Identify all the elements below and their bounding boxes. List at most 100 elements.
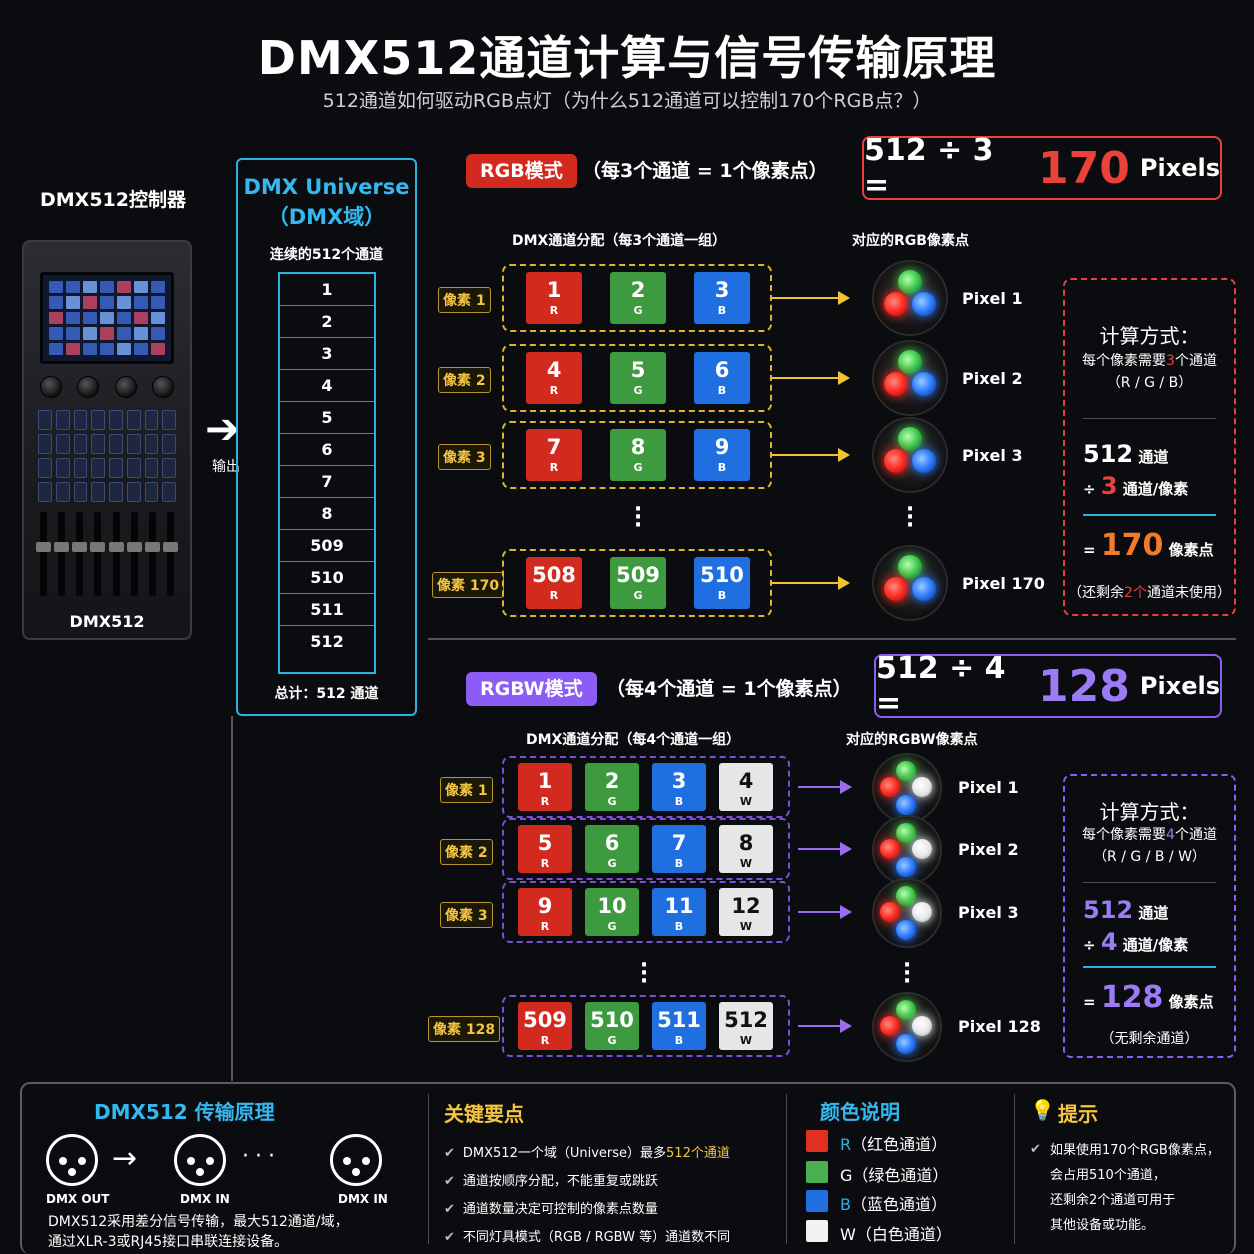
check-icon: ✔: [444, 1230, 455, 1245]
xlr-connector-icon: [46, 1134, 98, 1186]
rgb-mode-desc: （每3个通道 = 1个像素点）: [582, 160, 828, 182]
rgb-row-label: 像素 1: [438, 287, 491, 313]
rgbw-result-unit: Pixels: [1139, 672, 1220, 700]
arrow-icon: [798, 905, 852, 919]
check-icon: ✔: [444, 1174, 455, 1189]
rgb-row-label: 像素 3: [438, 444, 491, 470]
page-subtitle: 512通道如何驱动RGB点灯（为什么512通道可以控制170个RGB点？）: [322, 90, 932, 112]
rgbw-pixel-led: [872, 878, 942, 948]
page-title: DMX512通道计算与信号传输原理: [257, 31, 997, 85]
arrow-icon: [772, 576, 850, 590]
ellipsis-icon: ···: [905, 497, 915, 538]
transmission-title: DMX512 传输原理: [94, 1100, 275, 1124]
calc-desc: 每个像素需要4个通道 （R / G / B / W）: [1082, 827, 1217, 865]
legend-item: W（白色通道）: [840, 1225, 952, 1244]
rgbw-pixel-led: [872, 815, 942, 885]
channel-cell: 3: [280, 338, 374, 370]
connector-label: DMX IN: [338, 1192, 388, 1206]
output-label: 输出: [212, 459, 240, 475]
calc-note: （无剩余通道）: [1100, 1031, 1199, 1047]
key-point-item: ✔通道按顺序分配，不能重复或跳跃: [444, 1174, 658, 1189]
pixel-name: Pixel 2: [958, 840, 1019, 859]
channel-cell: 5: [280, 402, 374, 434]
controller-name: DMX512: [69, 612, 145, 631]
rgbw-row-label: 像素 1: [440, 777, 493, 803]
arrow-icon: [772, 448, 850, 462]
rgb-pixel-led: [872, 545, 948, 621]
rgb-pixel-led: [872, 260, 948, 336]
legend-swatch-green: [806, 1161, 828, 1183]
rgbw-row-label: 像素 2: [440, 839, 493, 865]
calc-title: 计算方式：: [1099, 324, 1200, 348]
universe-subtitle: 连续的512个通道: [269, 247, 384, 263]
controller-buttons: [38, 410, 176, 502]
calc-divisor: ÷ 4 通道/像素: [1083, 928, 1189, 956]
rgbw-mode-badge: RGBW模式: [466, 672, 597, 706]
pixel-name: Pixel 3: [962, 446, 1023, 465]
rgb-row-label: 像素 170: [432, 572, 505, 598]
rgb-pixels-heading: 对应的RGB像素点: [852, 233, 969, 249]
legend-swatch-white: [806, 1220, 828, 1242]
rgbw-row-label: 像素 3: [440, 902, 493, 928]
channel-cell: 6: [280, 434, 374, 466]
rgbw-result-eq: 512 ÷ 4 =: [876, 651, 1006, 721]
output-arrow-icon: ➔: [205, 404, 241, 453]
universe-title: DMX Universe （DMX域）: [243, 175, 410, 229]
pixel-name: Pixel 2: [962, 369, 1023, 388]
channel-cell: 7: [280, 466, 374, 498]
rgb-calc-box: 计算方式： 每个像素需要3个通道 （R / G / B） 512 通道 ÷ 3 …: [1063, 278, 1236, 616]
bottom-info-panel: DMX512 传输原理 → ··· DMX OUT DMX IN DMX IN …: [20, 1082, 1236, 1254]
key-point-item: ✔不同灯具模式（RGB / RGBW 等）通道数不同: [444, 1230, 731, 1245]
rgb-pixel-led: [872, 340, 948, 416]
connector-label: DMX OUT: [46, 1192, 110, 1206]
rgbw-calc-box: 计算方式： 每个像素需要4个通道 （R / G / B / W） 512 通道 …: [1063, 774, 1236, 1058]
ellipsis-icon: ···: [633, 497, 643, 538]
ellipsis-icon: ···: [902, 953, 912, 994]
arrow-icon: →: [112, 1141, 138, 1176]
rgb-result-unit: Pixels: [1139, 154, 1220, 182]
legend-item: R（红色通道）: [840, 1135, 948, 1154]
pixel-name: Pixel 1: [962, 289, 1023, 308]
rgbw-pixels-heading: 对应的RGBW像素点: [846, 732, 978, 748]
arrow-icon: [772, 371, 850, 385]
dmx-controller-image: DMX512: [22, 240, 192, 640]
channel-cell: 509: [280, 530, 374, 562]
ellipsis-icon: ···: [242, 1144, 281, 1169]
controller-knobs: [40, 376, 174, 404]
pixel-name: Pixel 1: [958, 778, 1019, 797]
rgb-result-eq: 512 ÷ 3 =: [864, 133, 994, 203]
controller-faders: [36, 512, 178, 596]
rgb-pixel-led: [872, 417, 948, 493]
arrow-icon: [798, 842, 852, 856]
key-point-item: ✔DMX512一个域（Universe）最多512个通道: [444, 1146, 730, 1161]
calc-note: （还剩余2个通道未使用）: [1068, 585, 1231, 601]
legend-swatch-red: [806, 1130, 828, 1152]
lightbulb-icon: 💡: [1030, 1098, 1055, 1122]
rgb-row-label: 像素 2: [438, 367, 491, 393]
channel-cell: 510: [280, 562, 374, 594]
check-icon: ✔: [1030, 1142, 1041, 1157]
check-icon: ✔: [444, 1202, 455, 1217]
controller-label: DMX512控制器: [40, 189, 186, 211]
